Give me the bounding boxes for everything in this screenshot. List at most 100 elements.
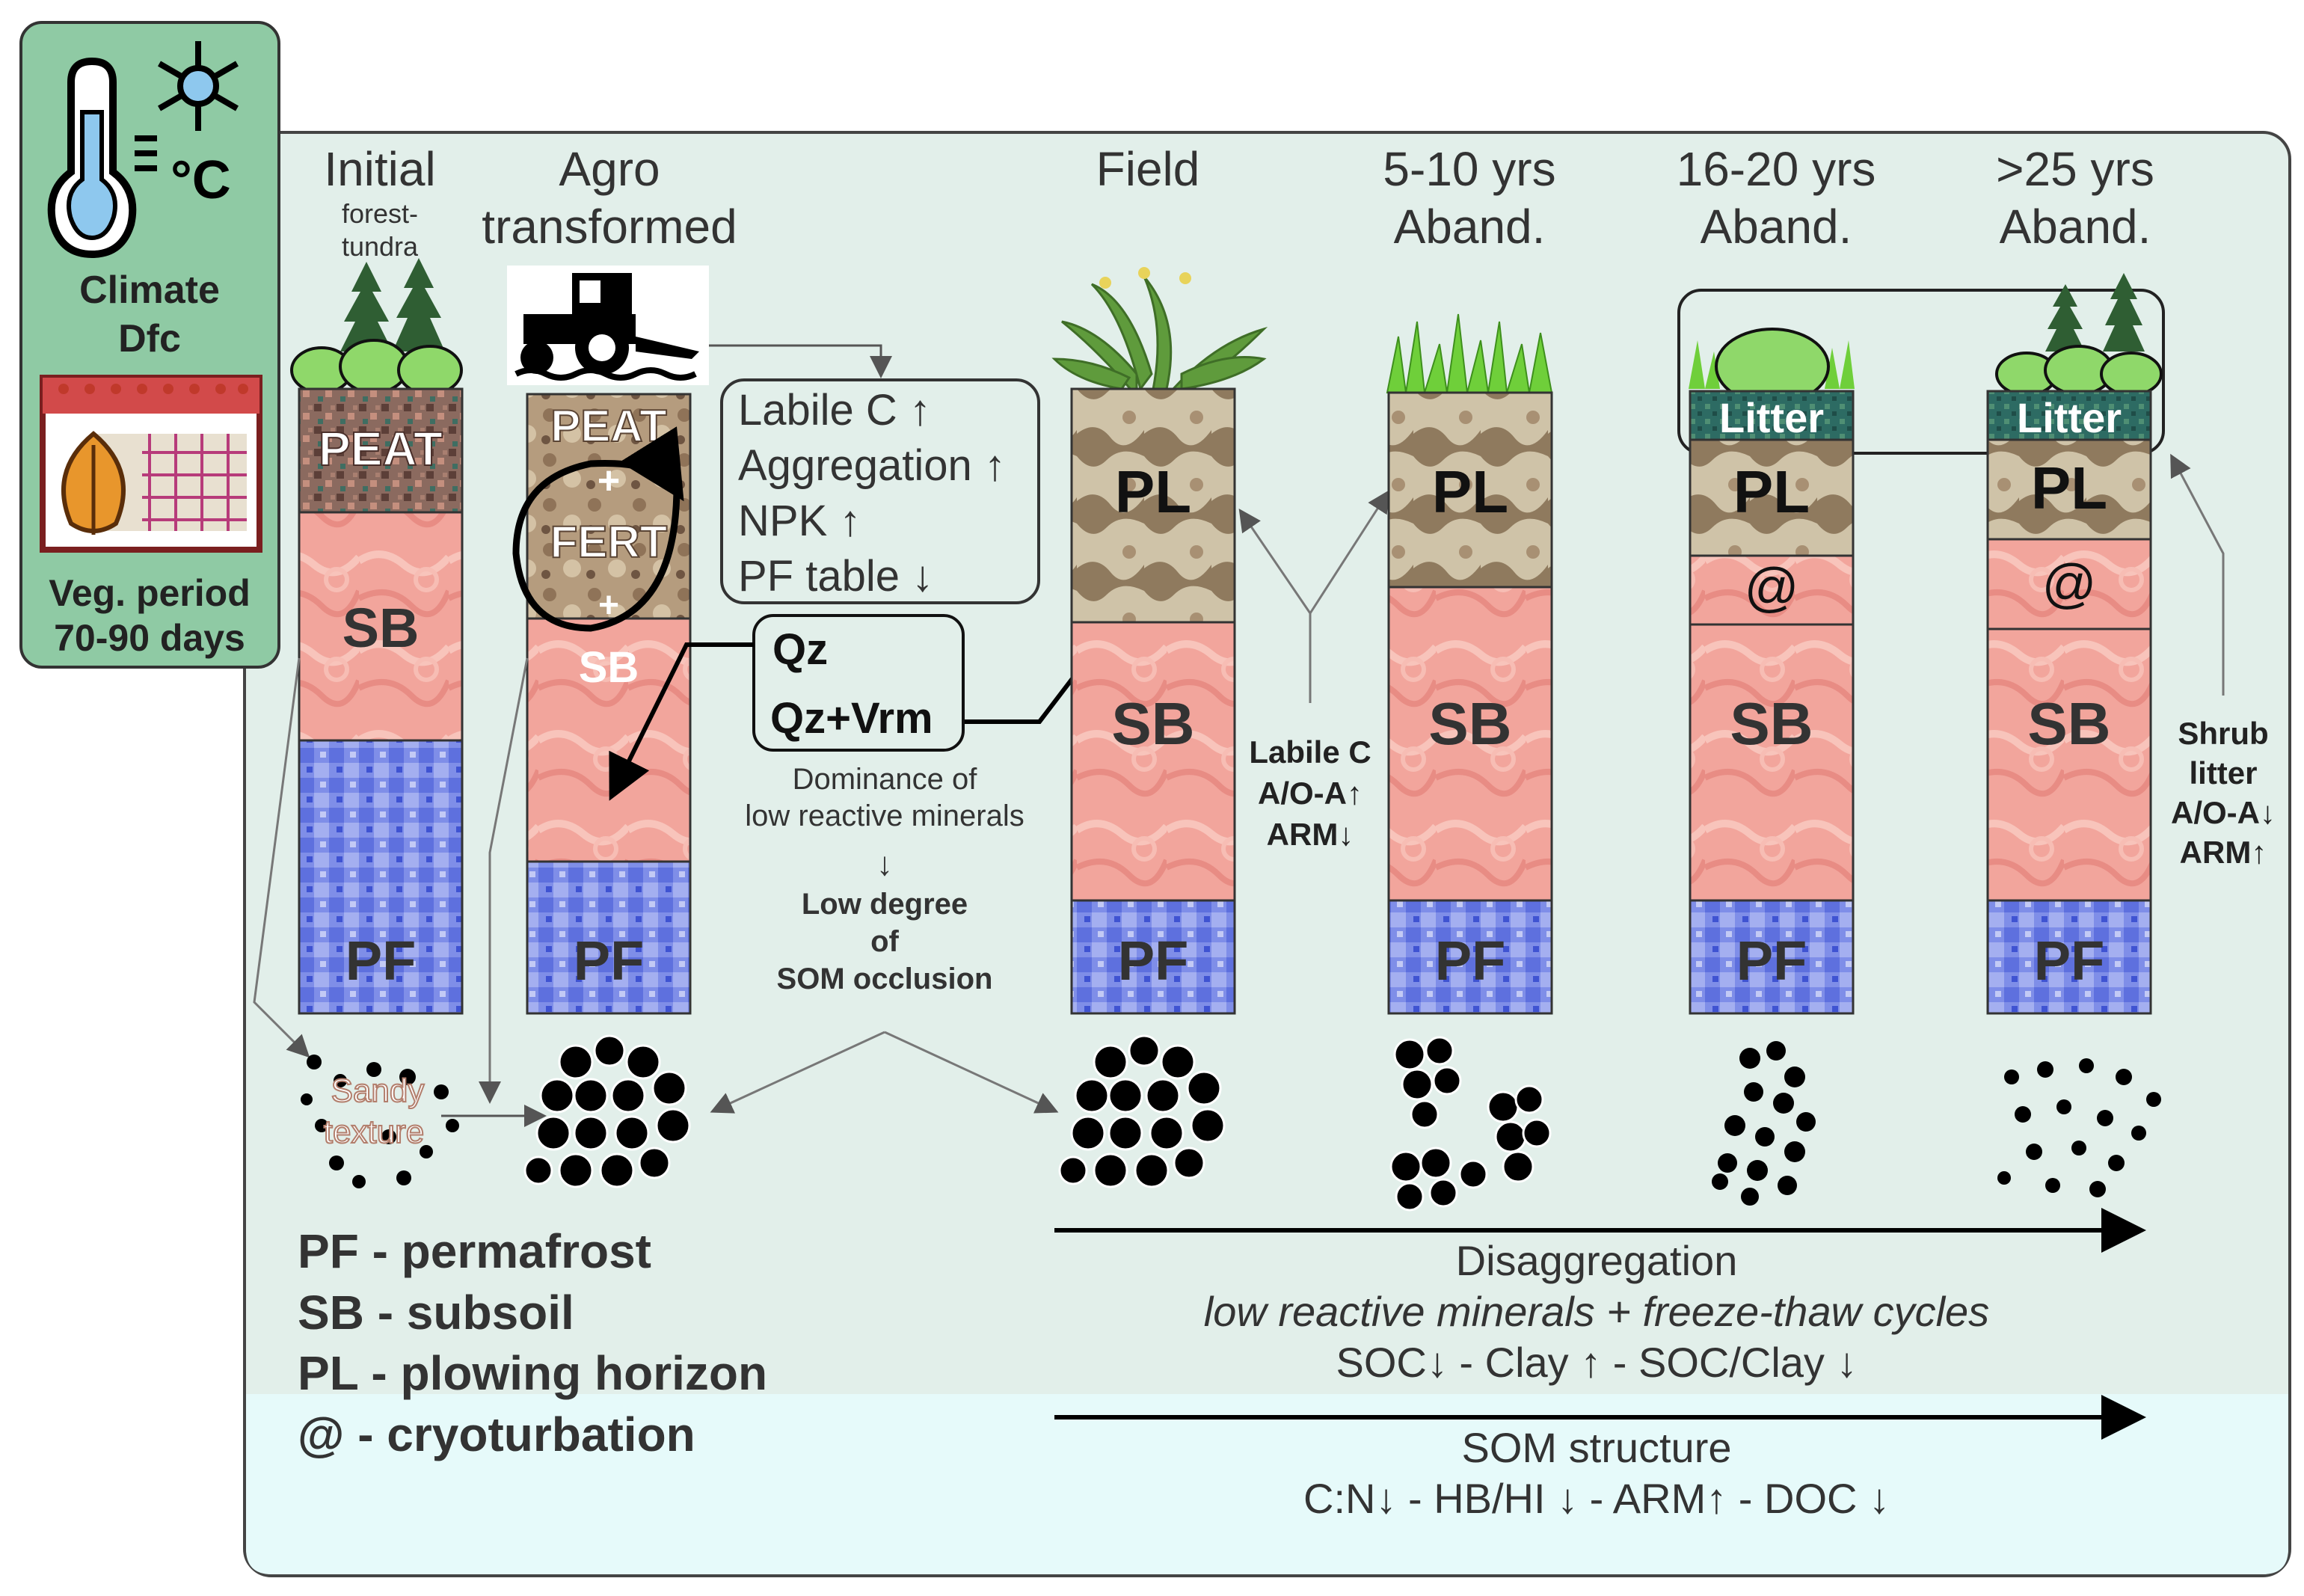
horizon-cryo-25: @ [2042, 554, 2096, 614]
som-formula: C:N↓ - HB/HI ↓ - ARM↑ - DOC ↓ [1303, 1475, 1890, 1522]
labile-connector-2 [1309, 489, 1390, 614]
aggregate-field [1058, 1034, 1226, 1188]
connector-agro-aggregate [479, 657, 529, 1104]
sandy-texture-2: texture [324, 1114, 425, 1150]
shrub-aoa: A/O-A↓ [2171, 795, 2276, 830]
heat-lines [135, 135, 157, 171]
snowflake-icon [158, 41, 239, 131]
horizon-pl-5-10: PL [1432, 458, 1508, 525]
note-low-degree: Low degree [802, 888, 968, 921]
tractor-icon [507, 266, 709, 385]
climate-label: Climate [79, 268, 220, 312]
mineral-qz-vrm: Qz+Vrm [770, 694, 933, 743]
connector-initial-sandy [253, 657, 310, 1058]
horizon-pl-16-20: PL [1733, 458, 1810, 525]
connector-note-right [884, 1031, 1059, 1114]
legend: PF - permafrost SB - subsoil PL - plowin… [298, 1224, 767, 1461]
note-of: of [870, 925, 899, 958]
labile-c: Labile C [1249, 734, 1371, 770]
horizon-litter-16-20: Litter [1719, 394, 1824, 441]
horizon-peat-initial: PEAT [319, 422, 443, 476]
shrub-arm: ARM↑ [2180, 835, 2267, 870]
aggregate-agro [523, 1034, 691, 1188]
title-25-1: >25 yrs [1996, 142, 2154, 196]
legend-pl: PL - plowing horizon [298, 1346, 767, 1400]
som-title: SOM structure [1462, 1424, 1732, 1471]
shrub-connector [2170, 453, 2225, 696]
note-dominance: Dominance of [793, 763, 978, 796]
labile-note: Labile C A/O-A↑ ARM↓ [1249, 734, 1371, 852]
horizon-pf-16-20: PF [1736, 930, 1807, 992]
profile-16-20 [1689, 390, 1855, 1015]
mixing-cycle-arrow [512, 426, 684, 632]
disaggregation-subtitle: low reactive minerals + freeze-thaw cycl… [1204, 1288, 1989, 1335]
title-16-20-1: 16-20 yrs [1677, 142, 1876, 196]
title-agro-2: transformed [482, 200, 737, 254]
effect-aggregation: Aggregation ↑ [738, 441, 1006, 490]
subtitle-tundra: tundra [342, 231, 419, 262]
effect-pf-table: PF table ↓ [738, 552, 933, 601]
horizon-litter-25: Litter [2017, 394, 2122, 441]
horizon-pf-field: PF [1118, 930, 1189, 992]
aggregate-5-10 [1389, 1036, 1552, 1212]
shrub-label: Shrub [2178, 716, 2268, 751]
thermometer-icon [47, 57, 137, 259]
veg-period-days: 70-90 days [54, 617, 245, 659]
connector-tractor-effects [709, 344, 892, 378]
minerals-note: Dominance of low reactive minerals ↓ Low… [745, 763, 1024, 995]
title-field: Field [1096, 142, 1200, 196]
crop-plant-icon [1051, 267, 1268, 400]
effect-npk: NPK ↑ [738, 497, 861, 545]
veg-period-label: Veg. period [49, 572, 251, 614]
note-som-occlusion: SOM occlusion [777, 963, 993, 995]
profile-initial [298, 387, 464, 1015]
vegetation-forest-icon [290, 258, 463, 396]
profile-5-10 [1387, 391, 1553, 1015]
horizon-sb-25: SB [2027, 690, 2110, 757]
horizon-sb-5-10: SB [1428, 690, 1511, 757]
title-16-20-2: Aband. [1701, 200, 1852, 254]
aggregate-25 [1997, 1058, 2161, 1197]
horizon-sb-initial: SB [342, 597, 420, 659]
horizon-pf-initial: PF [345, 930, 417, 992]
horizon-sb-agro: SB [579, 643, 639, 692]
profile-field [1070, 387, 1236, 1015]
forest-shrub-icon [1995, 273, 2163, 396]
title-5-10-2: Aband. [1394, 200, 1546, 254]
horizon-pf-5-10: PF [1435, 930, 1506, 992]
profile-25 [1986, 390, 2152, 1015]
litter-bracket [1677, 289, 2165, 455]
climate-type: Dfc [118, 317, 181, 360]
disaggregation-title: Disaggregation [1456, 1237, 1738, 1284]
subtitle-forest: forest- [342, 198, 418, 229]
arrow-qz-to-agro [609, 642, 754, 801]
aggregate-16-20 [1712, 1041, 1816, 1206]
legend-pf: PF - permafrost [298, 1224, 651, 1278]
horizon-pl-field: PL [1115, 458, 1191, 525]
horizon-fert: FERT [550, 517, 668, 567]
leaf-icon [61, 431, 126, 535]
climate-card: °C Climate Dfc Veg. period 70-90 days [19, 21, 280, 669]
horizon-sb-field: SB [1111, 690, 1194, 757]
title-agro-1: Agro [559, 142, 660, 196]
som-band [246, 1394, 2288, 1574]
minerals-box: Qz Qz+Vrm [752, 614, 965, 752]
horizon-pf-agro: PF [574, 930, 645, 992]
sandy-texture-1: Sandy [331, 1072, 425, 1109]
effect-labile: Labile C ↑ [738, 386, 931, 435]
horizon-peat-agro: PEAT [550, 401, 667, 451]
effects-box: Labile C ↑ Aggregation ↑ NPK ↑ PF table … [720, 378, 1040, 604]
connector-note-left [710, 1031, 885, 1114]
note-low-reactive: low reactive minerals [745, 799, 1024, 832]
title-25-2: Aband. [2000, 200, 2151, 254]
note-arrow: ↓ [876, 846, 893, 883]
aggregate-sandy [301, 1055, 459, 1188]
title-initial: Initial [324, 142, 435, 196]
mineral-qz: Qz [772, 625, 828, 674]
shrub-litter-label: litter [2189, 755, 2257, 791]
title-5-10-1: 5-10 yrs [1383, 142, 1555, 196]
horizon-pl-25: PL [2031, 455, 2107, 521]
horizon-pf-25: PF [2034, 930, 2105, 992]
horizon-sb-16-20: SB [1730, 690, 1813, 757]
disaggregation-formula: SOC↓ - Clay ↑ - SOC/Clay ↓ [1336, 1339, 1858, 1386]
